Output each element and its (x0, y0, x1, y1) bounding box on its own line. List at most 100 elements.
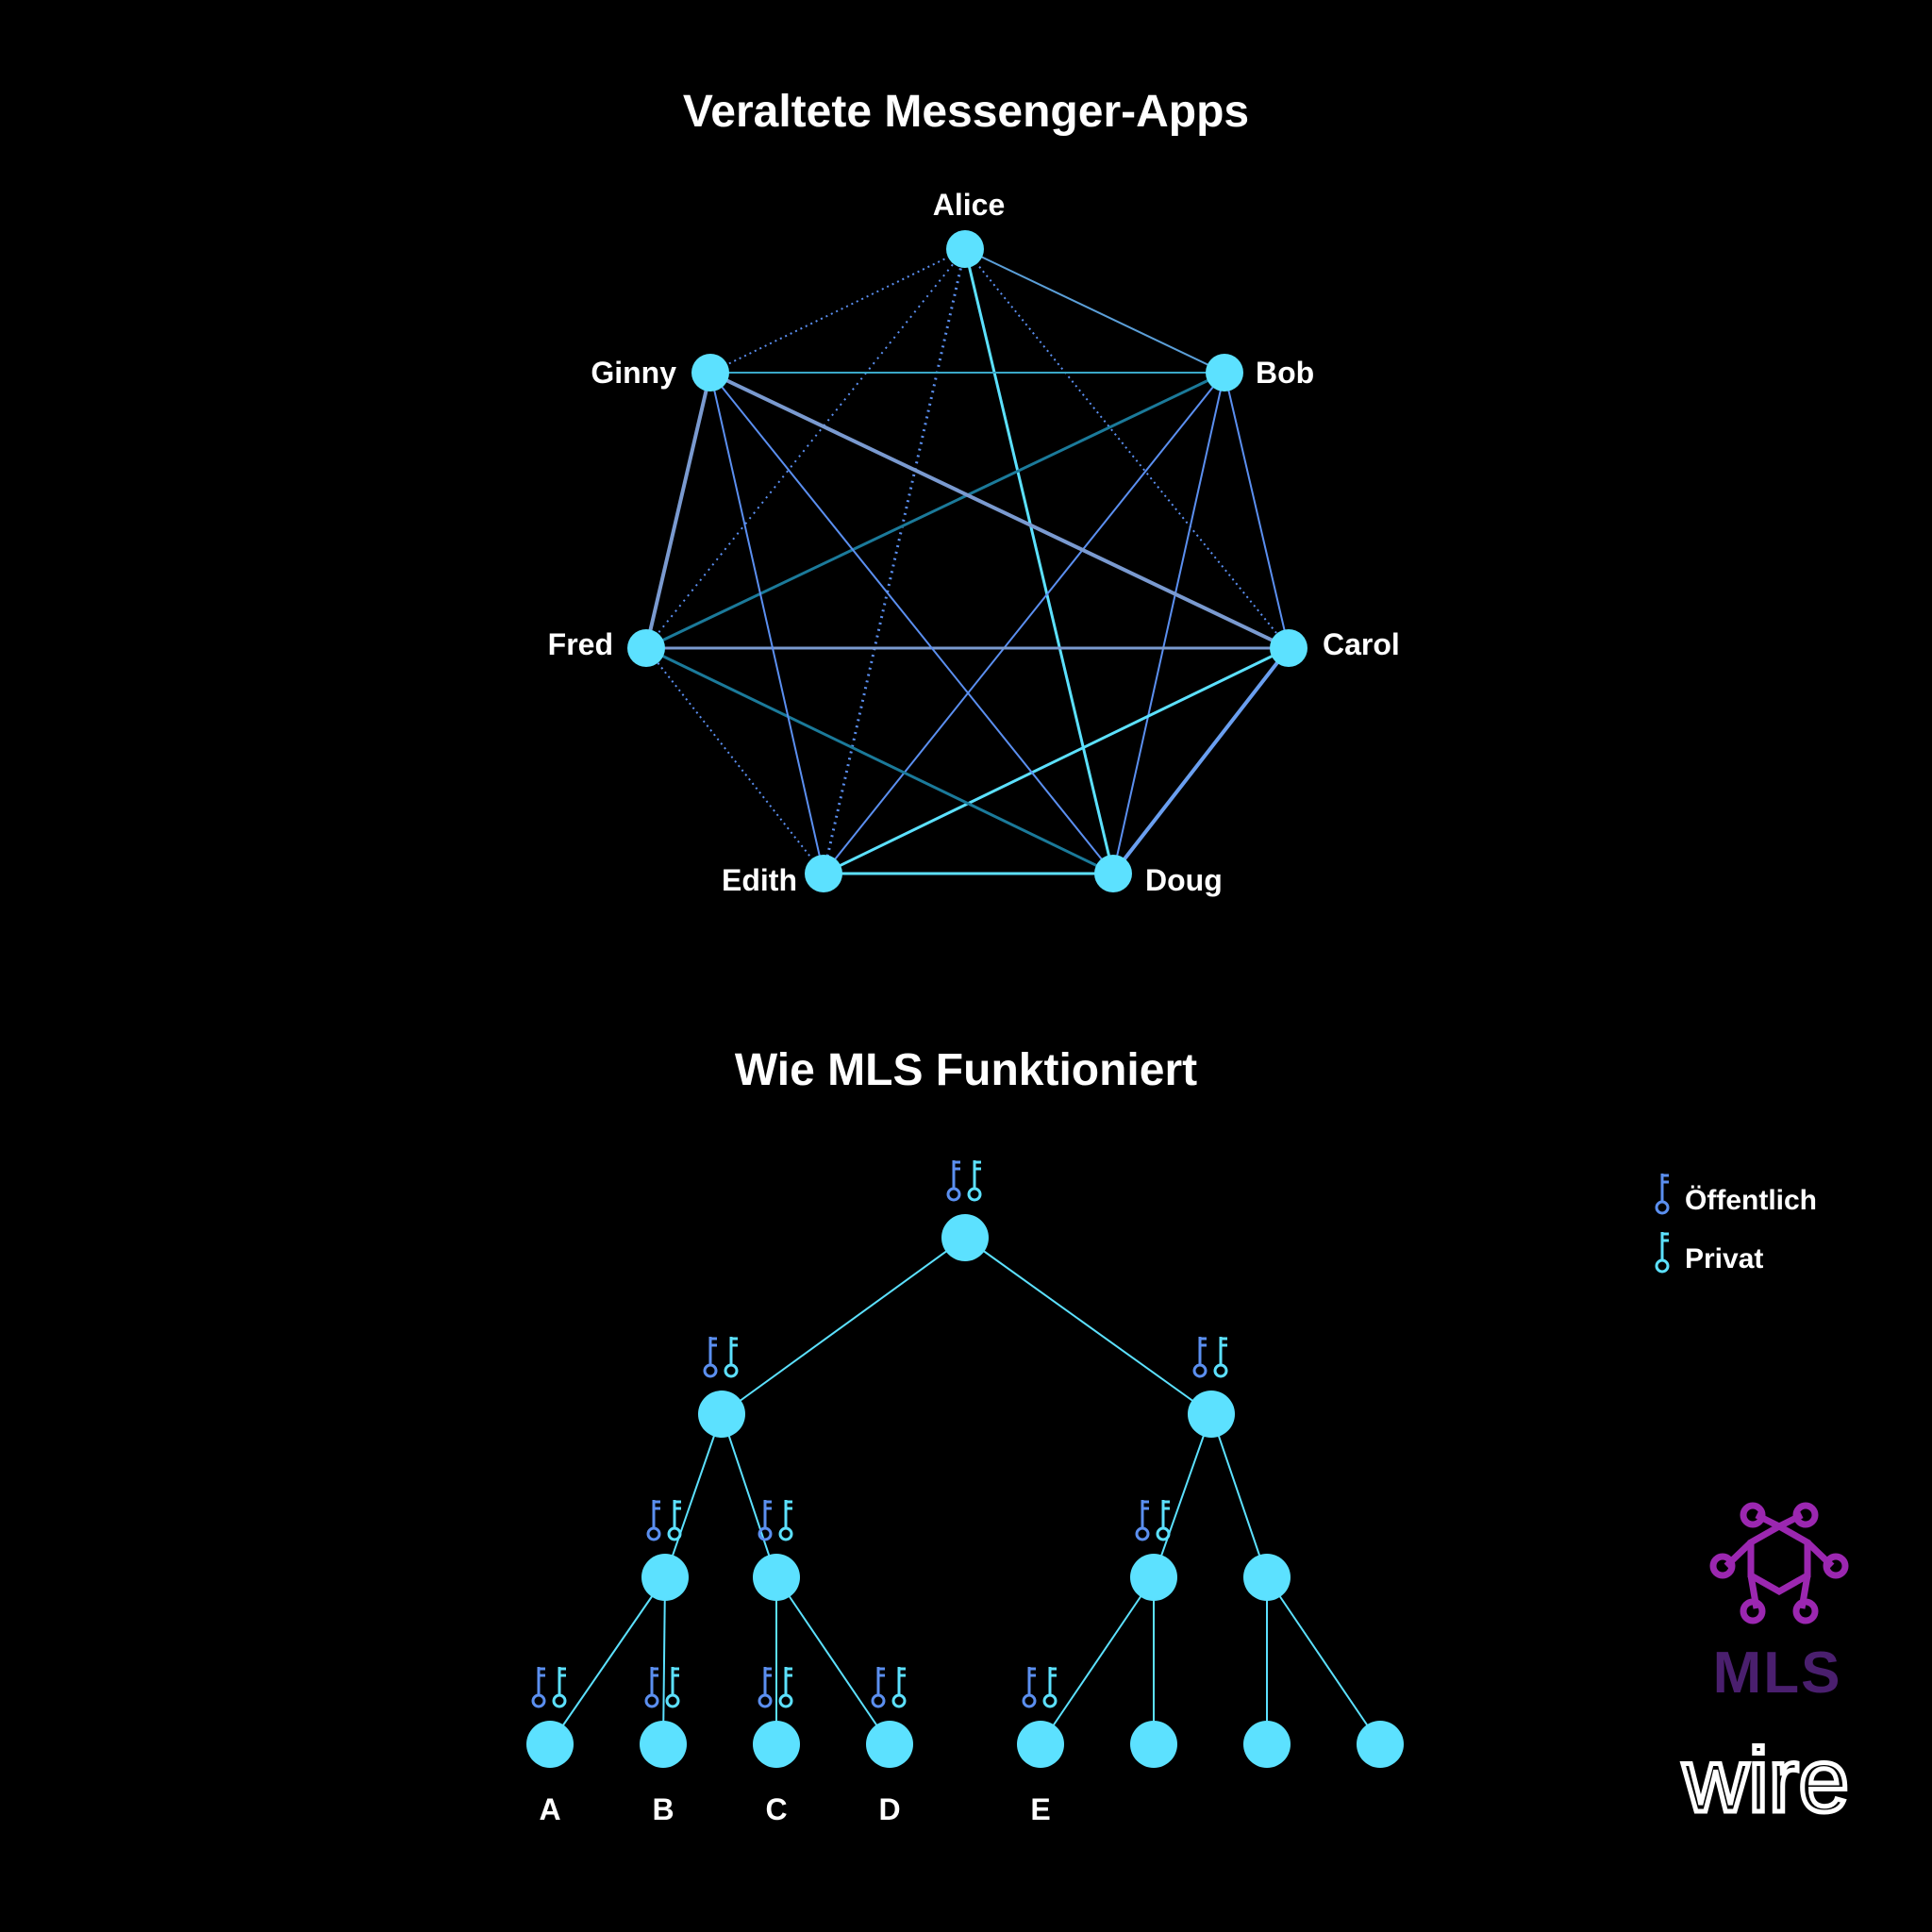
public-key-icon (1192, 1335, 1208, 1378)
public-key-icon (1022, 1665, 1038, 1708)
private-key-icon (1156, 1498, 1172, 1541)
tree-nodes (526, 1214, 1404, 1768)
private-key-icon (724, 1335, 740, 1378)
bottom-title: Wie MLS Funktioniert (735, 1045, 1197, 1095)
mesh-edge (709, 371, 1290, 650)
tree-leaf (1130, 1721, 1177, 1768)
node-label-edith: Edith (722, 863, 797, 897)
node-label-doug: Doug (1145, 863, 1223, 897)
tree-edge (1210, 1413, 1268, 1578)
public-key-icon (531, 1665, 547, 1708)
mesh-edge (709, 372, 1114, 874)
mesh-edge (964, 248, 1225, 374)
private-key-icon (967, 1158, 983, 1202)
top-title: Veraltete Messenger-Apps (683, 87, 1249, 137)
mesh-edge (1224, 372, 1290, 649)
mls-logo: MLS (1709, 1502, 1849, 1706)
public-key-icon (946, 1158, 962, 1202)
tree-edge (964, 1237, 1212, 1415)
private-key-icon (552, 1665, 568, 1708)
leaf-label-e: E (1030, 1792, 1050, 1826)
mesh-edges (644, 248, 1291, 875)
public-key-icon (1135, 1498, 1151, 1541)
mesh-edge (822, 248, 967, 874)
tree-edge (721, 1237, 966, 1415)
private-key-icon (667, 1498, 683, 1541)
mesh-edge (963, 248, 1115, 874)
mesh-edge (823, 372, 1225, 874)
tree-node (641, 1554, 689, 1601)
tree-leaf (753, 1721, 800, 1768)
public-key-icon (1655, 1172, 1671, 1215)
node-doug (1094, 855, 1132, 892)
mesh-edge (1111, 646, 1291, 875)
tree-edge (1266, 1576, 1381, 1745)
node-alice (946, 230, 984, 268)
public-key-icon (758, 1665, 774, 1708)
tree-node (753, 1554, 800, 1601)
tree-edge (662, 1576, 666, 1745)
mesh-nodes (627, 230, 1307, 892)
mesh-edge (709, 372, 824, 874)
tree-edge (1040, 1576, 1155, 1745)
mesh-edge (823, 646, 1290, 875)
legend-private-label: Privat (1685, 1243, 1763, 1274)
mls-logo-icon (1709, 1502, 1849, 1624)
node-label-fred: Fred (548, 627, 613, 661)
tree-keys (531, 1158, 1229, 1708)
tree-leaf (526, 1721, 574, 1768)
mesh-edge (645, 647, 824, 874)
tree-leaf (640, 1721, 687, 1768)
tree-leaf (1017, 1721, 1064, 1768)
tree-node-root (941, 1214, 989, 1261)
leaf-label-c: C (765, 1792, 787, 1826)
leaf-label-a: A (539, 1792, 560, 1826)
legend: Öffentlich Privat (1655, 1172, 1817, 1274)
mesh-edge (709, 248, 966, 374)
mesh-edge (644, 372, 712, 649)
private-key-icon (778, 1665, 794, 1708)
public-key-icon (644, 1665, 660, 1708)
node-ginny (691, 354, 729, 391)
tree-leaf (1243, 1721, 1291, 1768)
tree-edge (775, 1576, 891, 1745)
private-key-icon (891, 1665, 908, 1708)
mls-logo-text: MLS (1713, 1641, 1842, 1706)
node-label-ginny: Ginny (591, 356, 676, 390)
mesh-edge (645, 646, 1114, 875)
mesh-edge (1112, 372, 1225, 874)
public-key-icon (646, 1498, 662, 1541)
tree-leaf (1357, 1721, 1404, 1768)
node-edith (805, 855, 842, 892)
leaf-label-d: D (878, 1792, 900, 1826)
tree-node (698, 1391, 745, 1438)
node-label-alice: Alice (933, 188, 1005, 222)
public-key-icon (871, 1665, 887, 1708)
node-bob (1206, 354, 1243, 391)
tree-edges (549, 1237, 1381, 1745)
tree-node (1188, 1391, 1235, 1438)
private-key-icon (1042, 1665, 1058, 1708)
tree-edge (1153, 1413, 1212, 1578)
node-carol (1270, 629, 1307, 667)
tree-edge (664, 1413, 723, 1578)
tree-edge (549, 1576, 666, 1745)
tree-node (1130, 1554, 1177, 1601)
node-label-bob: Bob (1256, 356, 1314, 390)
node-fred (627, 629, 665, 667)
private-key-icon (1213, 1335, 1229, 1378)
legend-public-label: Öffentlich (1685, 1185, 1817, 1216)
mesh-edge (645, 371, 1225, 650)
wire-logo: wire (1682, 1730, 1849, 1831)
mesh-edge (964, 248, 1290, 649)
private-key-icon (665, 1665, 681, 1708)
leaf-label-b: B (652, 1792, 674, 1826)
private-key-icon (1655, 1230, 1671, 1274)
public-key-icon (703, 1335, 719, 1378)
private-key-icon (778, 1498, 794, 1541)
tree-leaf (866, 1721, 913, 1768)
node-label-carol: Carol (1323, 627, 1400, 661)
tree-edge (721, 1413, 777, 1578)
tree-node (1243, 1554, 1291, 1601)
